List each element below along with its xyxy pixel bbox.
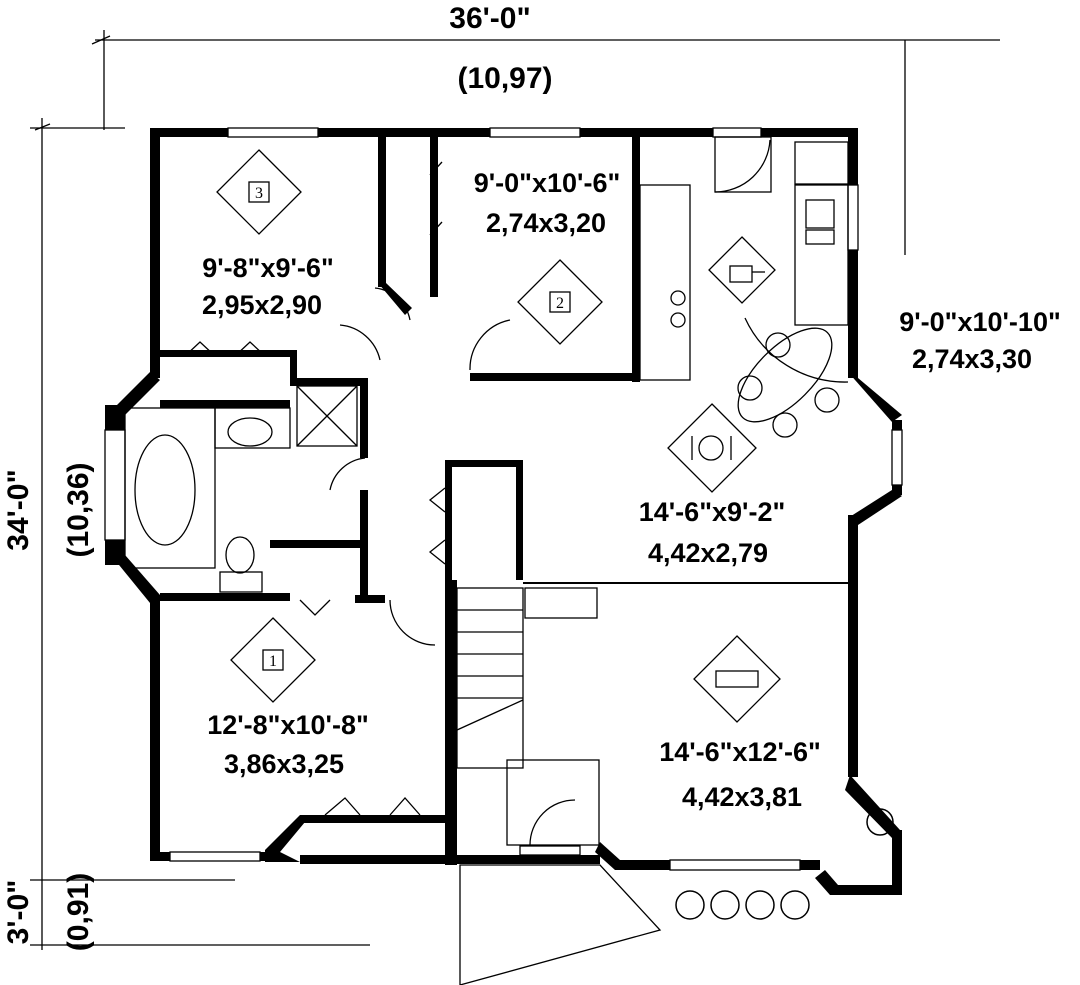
porch-metric: (0,91)	[62, 873, 95, 951]
width-imperial: 36'-0"	[449, 2, 530, 35]
shower	[296, 385, 358, 447]
svg-text:3: 3	[255, 185, 263, 202]
room-metric-bedroom-2: 2,74x3,20	[486, 208, 606, 238]
room-metric-dining: 4,42x2,79	[648, 538, 768, 568]
svg-text:1: 1	[269, 653, 277, 670]
room-size-bedroom-1: 12'-8"x10'-8"	[207, 710, 369, 740]
room-badge-bedroom-1: 1	[230, 617, 316, 703]
sink	[227, 417, 273, 447]
fridge	[794, 141, 849, 185]
depth-metric: (10,36)	[62, 462, 95, 557]
dimension-lines	[30, 30, 1000, 950]
room-metric-living: 4,42x3,81	[682, 782, 802, 812]
room-size-dining: 14'-6"x9'-2"	[639, 497, 786, 527]
sofa-icon	[693, 635, 781, 723]
room-size-bedroom-2: 9'-0"x10'-6"	[474, 168, 621, 198]
room-metric-bedroom-3: 2,95x2,90	[202, 290, 322, 320]
dining-icon	[667, 403, 757, 493]
dining-table	[737, 327, 833, 423]
kitchen-icon	[708, 236, 776, 304]
room-size-bedroom-3: 9'-8"x9'-6"	[202, 253, 334, 283]
width-metric: (10,97)	[457, 62, 552, 95]
room-metric-kitchen: 2,74x3,30	[912, 344, 1032, 374]
plants	[675, 808, 894, 920]
toilet	[225, 536, 255, 574]
kitchen-counter-left	[639, 184, 691, 381]
room-badge-bedroom-2: 2	[517, 259, 603, 345]
room-badge-bedroom-3: 3	[216, 149, 302, 235]
fixtures	[124, 136, 849, 985]
depth-imperial: 34'-0"	[2, 469, 35, 550]
room-metric-bedroom-1: 3,86x3,25	[224, 749, 344, 779]
windows	[104, 127, 903, 871]
stairs	[456, 587, 524, 769]
svg-text:2: 2	[556, 295, 564, 312]
bifold-doors	[184, 161, 446, 816]
room-size-living: 14'-6"x12'-6"	[659, 737, 821, 767]
porch-imperial: 3'-0"	[2, 880, 35, 945]
kitchen-counter-right	[794, 184, 849, 326]
room-size-kitchen: 9'-0"x10'-10"	[899, 307, 1061, 337]
interior-walls	[160, 137, 640, 865]
bathtub	[134, 434, 196, 546]
